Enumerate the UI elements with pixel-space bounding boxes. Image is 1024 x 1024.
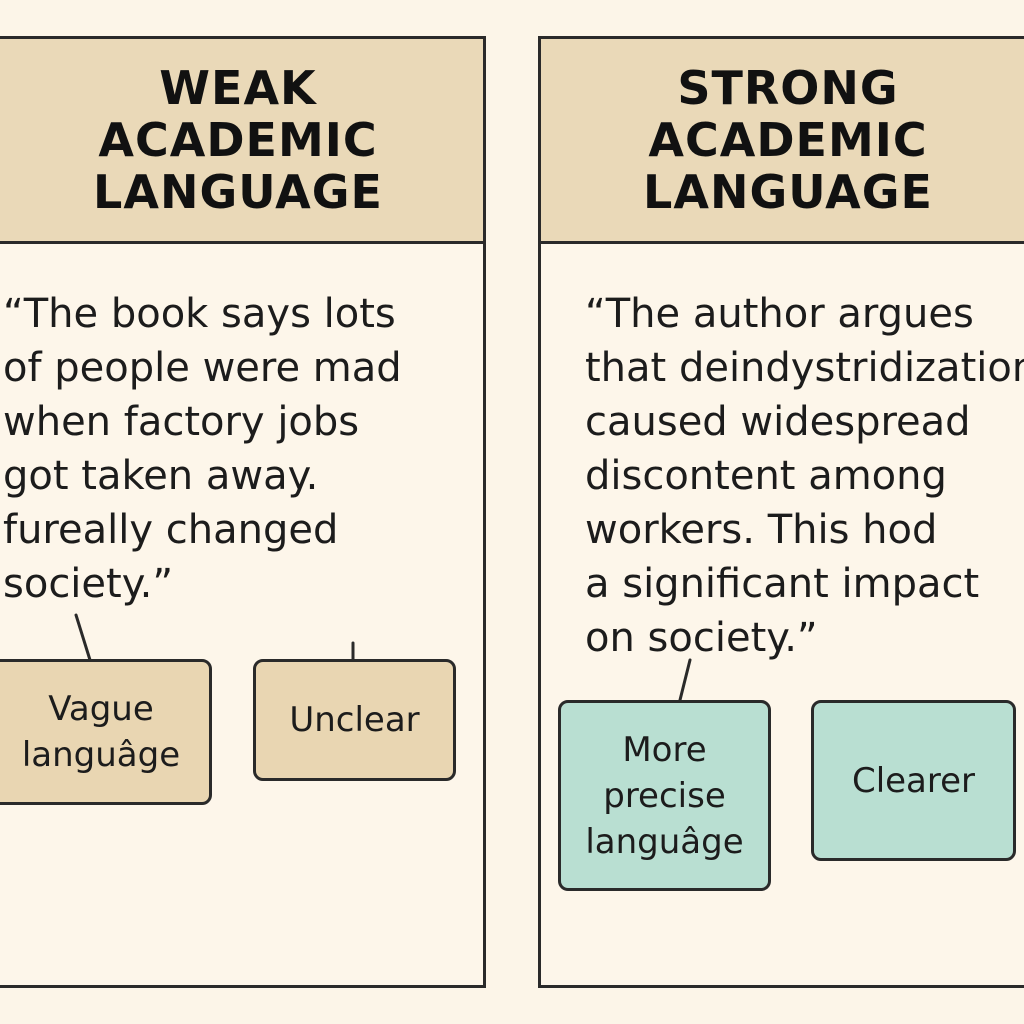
title-line: STRONG <box>677 61 899 115</box>
strong-quote: “The author argues that deindystridizati… <box>585 287 1024 665</box>
label-line: precise <box>603 775 726 816</box>
quote-line: when factory jobs <box>3 399 360 445</box>
quote-line: fureally changed <box>3 507 339 553</box>
label-line: languâge <box>585 821 744 862</box>
weak-language-panel: WEAK ACADEMIC LANGUAGE “The book says lo… <box>0 36 486 988</box>
title-line: ACADEMIC <box>648 113 928 167</box>
quote-line: discontent among <box>585 453 947 499</box>
label-line: languâge <box>21 735 181 775</box>
strong-panel-header: STRONG ACADEMIC LANGUAGE <box>541 39 1024 244</box>
quote-line: “The book says lots <box>3 291 396 337</box>
label-line: Unclear <box>289 700 420 740</box>
label-line: Vague <box>48 689 154 729</box>
clearer-label: Clearer <box>811 700 1016 861</box>
quote-line: society.” <box>3 561 174 607</box>
quote-line: workers. This hod <box>585 507 938 553</box>
title-line: ACADEMIC <box>98 113 378 167</box>
quote-line: of people were mad <box>3 345 402 391</box>
quote-line: on society.” <box>585 615 818 661</box>
title-line: LANGUAGE <box>643 165 933 219</box>
title-line: LANGUAGE <box>93 165 383 219</box>
quote-line: caused widespread <box>585 399 971 445</box>
label-line: Clearer <box>851 760 976 801</box>
quote-line: got taken away. <box>3 453 319 499</box>
unclear-label: Unclear <box>253 659 456 781</box>
quote-line: “The author argues <box>585 291 974 337</box>
title-line: WEAK <box>159 61 317 115</box>
strong-panel-title: STRONG ACADEMIC LANGUAGE <box>643 62 933 218</box>
label-line: More <box>622 729 707 770</box>
weak-quote: “The book says lots of people were mad w… <box>3 287 402 611</box>
vague-language-label: Vague languâge <box>0 659 212 805</box>
quote-line: a significant impact <box>585 561 980 607</box>
weak-panel-header: WEAK ACADEMIC LANGUAGE <box>0 39 483 244</box>
precise-language-label: More precise languâge <box>558 700 771 891</box>
weak-panel-title: WEAK ACADEMIC LANGUAGE <box>93 62 383 218</box>
quote-line: that deindystridization <box>585 345 1024 391</box>
